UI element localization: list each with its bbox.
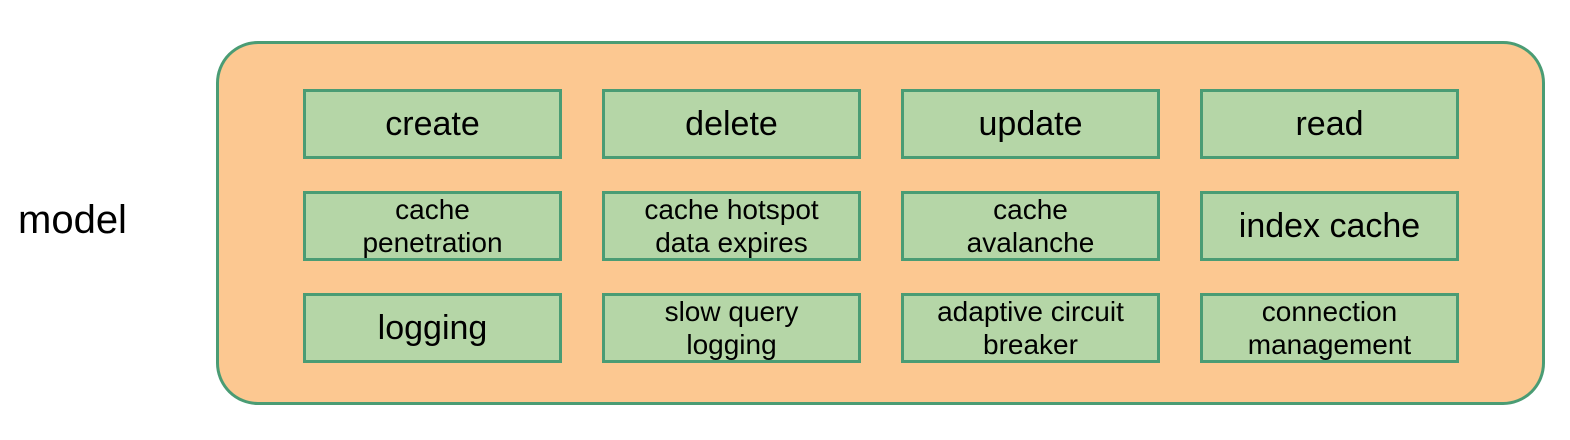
capability-row: create delete update read — [303, 89, 1461, 159]
capability-box[interactable]: cache penetration — [303, 191, 562, 261]
capability-label: slow query logging — [664, 296, 799, 360]
capability-box[interactable]: update — [901, 89, 1160, 159]
capability-box[interactable]: cache avalanche — [901, 191, 1160, 261]
capability-box[interactable]: adaptive circuit breaker — [901, 293, 1160, 363]
capability-box[interactable]: delete — [602, 89, 861, 159]
capability-label: update — [978, 105, 1083, 143]
capability-label: cache avalanche — [966, 194, 1095, 258]
capability-grid: create delete update read cache penetrat… — [303, 89, 1461, 363]
capability-label: delete — [685, 105, 778, 143]
capability-label: adaptive circuit breaker — [937, 296, 1124, 360]
capability-label: read — [1295, 105, 1364, 143]
capability-box[interactable]: read — [1200, 89, 1459, 159]
capability-row: cache penetration cache hotspot data exp… — [303, 191, 1461, 261]
capability-row: logging slow query logging adaptive circ… — [303, 293, 1461, 363]
capability-label: logging — [377, 309, 488, 347]
capability-box[interactable]: slow query logging — [602, 293, 861, 363]
capability-box[interactable]: logging — [303, 293, 562, 363]
group-label-model: model — [18, 198, 127, 242]
capability-box[interactable]: index cache — [1200, 191, 1459, 261]
capability-box[interactable]: connection management — [1200, 293, 1459, 363]
model-group-panel: create delete update read cache penetrat… — [216, 41, 1545, 405]
capability-box[interactable]: create — [303, 89, 562, 159]
capability-box[interactable]: cache hotspot data expires — [602, 191, 861, 261]
capability-label: index cache — [1238, 207, 1421, 245]
capability-label: create — [385, 105, 480, 143]
capability-label: connection management — [1247, 296, 1412, 360]
capability-label: cache penetration — [362, 194, 503, 258]
capability-label: cache hotspot data expires — [644, 194, 819, 258]
